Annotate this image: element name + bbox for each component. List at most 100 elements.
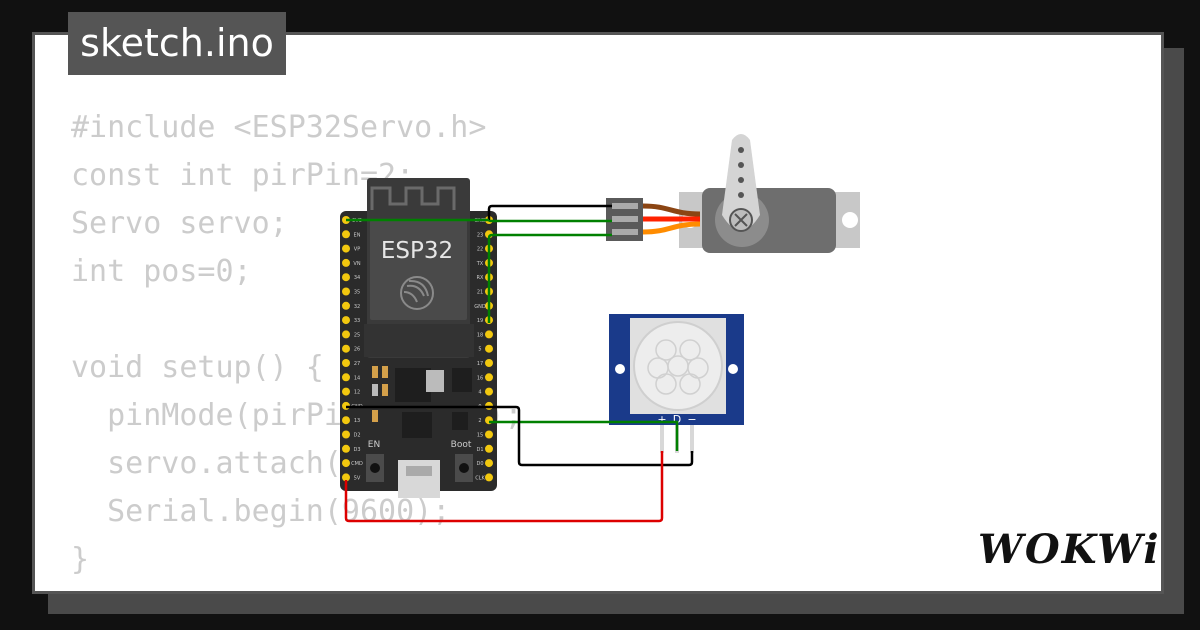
right-pin[interactable] xyxy=(485,459,493,468)
wire-red-pir-vcc[interactable] xyxy=(344,451,664,523)
right-pin-label: 16 xyxy=(477,375,483,381)
pir-pin-label-gnd: − xyxy=(687,413,696,426)
connector-pin xyxy=(612,203,638,209)
right-pin[interactable] xyxy=(485,373,493,382)
servo-screw-icon xyxy=(734,213,748,227)
right-pin[interactable] xyxy=(485,444,493,453)
pir-lens-pattern xyxy=(647,339,709,395)
left-pin-label: 13 xyxy=(354,418,360,424)
horn-hole xyxy=(738,162,744,168)
left-pin-label: 26 xyxy=(354,347,360,353)
horn-hole xyxy=(738,177,744,183)
right-pin-label: TX xyxy=(476,261,484,267)
left-pin[interactable] xyxy=(342,330,350,339)
left-pin-label: 12 xyxy=(354,390,360,396)
left-pin-label: EN xyxy=(354,232,361,238)
right-pin[interactable] xyxy=(485,359,493,367)
left-pin[interactable] xyxy=(342,230,350,239)
capacitor xyxy=(426,370,444,392)
right-pin-label: 17 xyxy=(477,361,483,367)
right-pin-label: 5 xyxy=(478,347,481,353)
left-pin[interactable] xyxy=(342,344,350,353)
right-pin[interactable] xyxy=(485,430,493,439)
boot-button[interactable] xyxy=(455,454,473,482)
wires xyxy=(344,204,694,523)
left-pin-label: 27 xyxy=(354,361,360,367)
left-pin[interactable] xyxy=(342,359,350,367)
left-pin[interactable] xyxy=(342,273,350,282)
code-line: #include <ESP32Servo.h> xyxy=(71,110,487,145)
wokwi-logo: WOKWi xyxy=(978,526,1161,573)
regulator-chip xyxy=(395,368,431,402)
right-pin[interactable] xyxy=(485,330,493,339)
rf-shield xyxy=(370,220,467,320)
smd-resistor xyxy=(372,410,378,422)
left-pin[interactable] xyxy=(342,444,350,453)
usb-serial-chip xyxy=(402,412,432,438)
servo-wire-brown xyxy=(642,203,701,217)
module-base xyxy=(364,324,474,357)
antenna-trace xyxy=(370,186,456,210)
right-pin-label: 22 xyxy=(477,247,483,253)
connector-pin xyxy=(612,229,638,235)
code-line: void setup() { xyxy=(71,350,324,385)
code-line: } xyxy=(71,542,90,577)
right-pin-label: D0 xyxy=(476,461,483,467)
left-pin[interactable] xyxy=(342,316,350,325)
pir-pin-label-vcc: + xyxy=(657,413,666,426)
smd-resistor xyxy=(452,412,468,430)
servo-motor[interactable] xyxy=(606,134,860,253)
right-pin-label: 2 xyxy=(478,418,481,424)
left-pin[interactable] xyxy=(342,287,350,296)
pir-pin xyxy=(690,425,694,453)
right-pin[interactable] xyxy=(485,344,493,353)
left-pin-label: 34 xyxy=(354,275,360,281)
left-pin[interactable] xyxy=(342,244,350,253)
wire-black-pir-gnd[interactable] xyxy=(346,405,694,467)
wire-green-pir-data[interactable] xyxy=(489,420,679,451)
usb-port xyxy=(398,460,440,498)
pir-mount-hole xyxy=(615,364,625,374)
left-pin-label: VN xyxy=(353,261,360,267)
pir-mount-hole xyxy=(728,364,738,374)
left-pin[interactable] xyxy=(342,301,350,310)
left-pin-label: D2 xyxy=(353,433,360,439)
left-pin[interactable] xyxy=(342,416,350,425)
file-tab[interactable]: sketch.ino xyxy=(68,12,286,75)
right-pin-header xyxy=(485,216,493,482)
wire-gnd-black-servo[interactable] xyxy=(487,204,612,220)
left-pin-label: D3 xyxy=(353,447,360,453)
left-pin-label: 33 xyxy=(354,318,360,324)
left-pin-label: 35 xyxy=(354,290,360,296)
right-pin-label: RX xyxy=(477,275,484,281)
left-pin[interactable] xyxy=(342,387,350,396)
wire-green-servo-signal[interactable] xyxy=(487,233,612,323)
left-pin[interactable] xyxy=(342,258,350,267)
pir-dome xyxy=(633,321,723,411)
project-card: #include <ESP32Servo.h>const int pirPin=… xyxy=(32,32,1164,594)
smd-resistor xyxy=(382,384,388,396)
right-pin[interactable] xyxy=(485,473,493,482)
left-pin-label: 25 xyxy=(354,332,360,338)
en-label: EN xyxy=(368,440,380,450)
right-pin[interactable] xyxy=(485,387,493,396)
left-pin-label: VP xyxy=(354,247,360,253)
left-pin[interactable] xyxy=(342,430,350,439)
horn-hole xyxy=(738,147,744,153)
right-pin-label: 18 xyxy=(477,332,483,338)
left-pin[interactable] xyxy=(342,473,350,482)
boot-label: Boot xyxy=(451,440,472,450)
servo-wire-orange xyxy=(642,221,701,235)
wire-green-servo-vcc[interactable] xyxy=(487,219,612,223)
left-pin[interactable] xyxy=(342,459,350,468)
left-pin-label: 14 xyxy=(354,375,360,381)
espressif-logo-icon xyxy=(400,276,434,310)
connector-pin xyxy=(612,216,638,222)
en-button[interactable] xyxy=(366,454,384,482)
servo-mount-hole xyxy=(842,212,858,228)
left-pin[interactable] xyxy=(342,373,350,382)
pir-pin xyxy=(660,425,664,453)
left-pin-label: CMD xyxy=(351,461,363,467)
